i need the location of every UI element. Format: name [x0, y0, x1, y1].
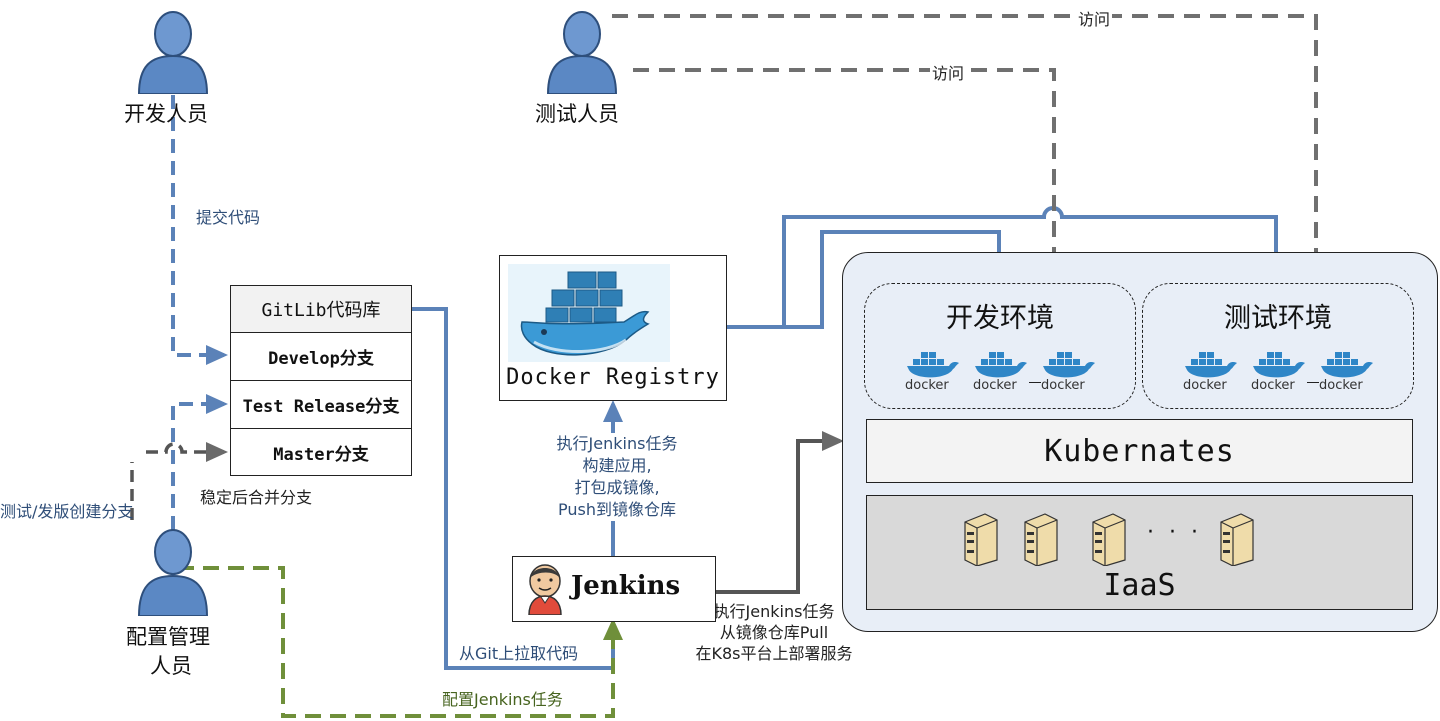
deploy-line [716, 431, 844, 594]
docker-icon [907, 352, 959, 378]
docker-icon [1043, 352, 1095, 378]
server-icon [964, 513, 998, 566]
server-icon [1220, 513, 1254, 566]
jenkins-box: Jenkins [512, 556, 716, 622]
test-docker-group: docker docker docker [1183, 350, 1379, 396]
docker-word: docker [1251, 378, 1295, 393]
create-branch-label: 测试/发版创建分支 [0, 502, 134, 521]
jenkins-build-label: 执行Jenkins任务 构建应用, 打包成镜像, Push到镜像仓库 [547, 433, 687, 521]
config-jenkins-label: 配置Jenkins任务 [442, 686, 563, 710]
config-manager-label-line1: 配置管理 [126, 625, 210, 649]
create-branch-line [171, 394, 228, 530]
server-ellipsis: · · · [1147, 520, 1202, 545]
visit-test-line [612, 14, 1326, 285]
docker-icon [1321, 352, 1373, 378]
test-release-branch-cell: Test Release分支 [230, 380, 412, 429]
docker-registry-title: Docker Registry [506, 365, 720, 390]
test-environment: 测试环境 docker docker docker [1142, 283, 1414, 409]
visit-dev-line [633, 68, 1064, 285]
merge-note-label: 稳定后合并分支 [200, 488, 313, 507]
iaas-title: IaaS [1103, 568, 1176, 603]
server-icon [1092, 513, 1126, 566]
config-manager-person-icon [137, 529, 209, 616]
docker-icon [1185, 352, 1237, 378]
docker-word: docker [1319, 378, 1363, 393]
registry-to-test-line [727, 206, 1286, 329]
docker-word: docker [973, 378, 1017, 393]
develop-branch-cell: Develop分支 [230, 332, 412, 381]
tester-label: 测试人员 [535, 102, 619, 126]
tester-person-icon [546, 11, 618, 94]
config-jenkins-line [178, 566, 623, 718]
test-env-title: 测试环境 [1224, 303, 1332, 334]
docker-word: docker [905, 378, 949, 393]
developer-person-icon [137, 11, 209, 94]
docker-registry-box: Docker Registry [499, 255, 727, 401]
dev-env-title: 开发环境 [946, 303, 1054, 334]
dev-docker-group: docker docker docker [905, 350, 1101, 396]
dev-environment: 开发环境 docker docker docker [864, 283, 1136, 409]
pull-code-line [412, 307, 618, 670]
visit-label-2: 访问 [930, 60, 967, 84]
deploy-label: 执行Jenkins任务 从镜像仓库Pull 在K8s平台上部署服务 [695, 602, 853, 663]
iaas-layer: · · · IaaS [866, 495, 1413, 610]
kubernetes-layer: Kubernates [866, 419, 1413, 483]
commit-code-label: 提交代码 [196, 208, 261, 227]
jenkins-title: Jenkins [571, 571, 681, 601]
config-manager-label-line2: 人员 [150, 654, 192, 678]
pull-code-label: 从Git上拉取代码 [459, 640, 579, 664]
docker-icon [975, 352, 1027, 378]
docker-icon [1253, 352, 1305, 378]
docker-whale-icon [508, 264, 670, 362]
developer-label: 开发人员 [124, 102, 208, 126]
docker-word: docker [1183, 378, 1227, 393]
docker-word: docker [1041, 378, 1085, 393]
commit-code-line [171, 95, 228, 365]
visit-label-1: 访问 [1076, 6, 1113, 30]
gitlab-repo-header: GitLib代码库 [230, 285, 412, 333]
merge-master-line [130, 444, 224, 520]
server-icon [1024, 513, 1058, 566]
jenkins-butler-icon [528, 564, 562, 615]
master-branch-cell: Master分支 [230, 428, 412, 476]
registry-to-dev-line [727, 230, 1009, 329]
